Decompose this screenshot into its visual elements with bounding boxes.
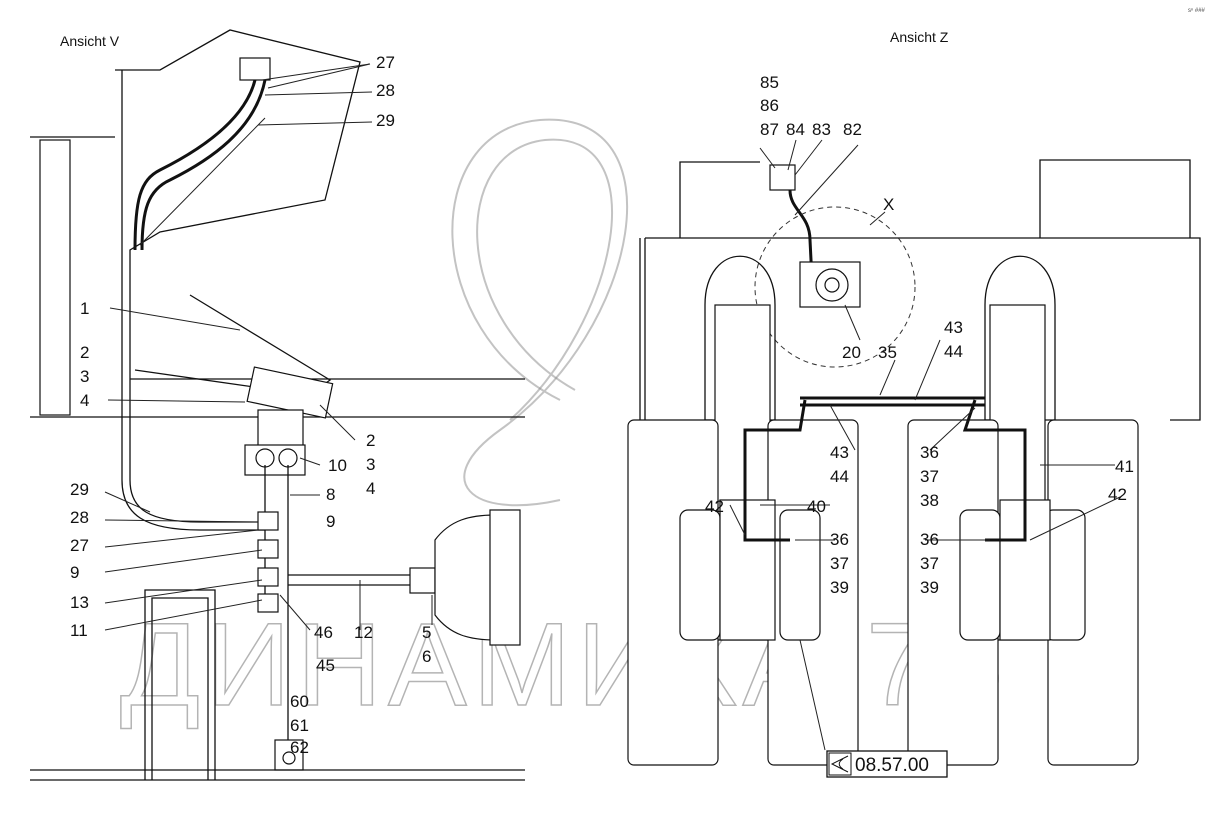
callout-label: 4	[366, 479, 375, 498]
callout-label: 36	[920, 443, 939, 462]
callout-label: 84	[786, 120, 805, 139]
callout-label: 11	[70, 621, 88, 640]
callout-label: 37	[920, 554, 939, 573]
callout-label: 82	[843, 120, 862, 139]
callout-label: 36	[920, 530, 939, 549]
callout-label: 1	[80, 299, 89, 318]
callout-label: 27	[376, 53, 395, 72]
view-v: Ansicht V	[30, 29, 525, 781]
callout-label: 2	[80, 343, 89, 362]
callout-label: 28	[376, 81, 395, 100]
callout-label: 40	[807, 497, 826, 516]
callout-label: 87	[760, 120, 779, 139]
frame-post	[39, 139, 71, 416]
callout-label: 41	[1115, 457, 1134, 476]
callout-label: 20	[842, 343, 861, 362]
callout-label: 39	[920, 578, 939, 597]
callout-label: 38	[920, 491, 939, 510]
callout-label: 37	[830, 554, 849, 573]
callout-label: 2	[366, 431, 375, 450]
corner-note: sⁿ ###	[1188, 7, 1206, 14]
callout-label: 42	[1108, 485, 1127, 504]
callout-label: 9	[326, 512, 335, 531]
eye-icon	[828, 752, 852, 776]
callout-label: 36	[830, 530, 849, 549]
callout-label: 13	[70, 593, 89, 612]
air-tank	[434, 514, 496, 641]
callout-label: 60	[290, 692, 309, 711]
callout-label: 44	[944, 342, 963, 361]
watermark-text: ДИНАМИКА 76	[120, 599, 1009, 731]
callout-label: 27	[70, 536, 89, 555]
callout-label: 29	[376, 111, 395, 130]
callout-label: 85	[760, 73, 779, 92]
callout-label: 35	[878, 343, 897, 362]
callout-label: 3	[366, 455, 375, 474]
callout-label: 28	[70, 508, 89, 527]
callout-label: 9	[70, 563, 79, 582]
callout-label: 46	[314, 623, 333, 642]
callout-label: 5	[422, 623, 431, 642]
callout-label: 37	[920, 467, 939, 486]
callout-label: 83	[812, 120, 831, 139]
reference-link[interactable]: 08.57.00	[826, 750, 948, 778]
view-z-title: Ansicht Z	[890, 29, 949, 45]
callout-label: 45	[316, 656, 335, 675]
callout-label: 3	[80, 367, 89, 386]
callout-label: 6	[422, 647, 431, 666]
callout-label: 39	[830, 578, 849, 597]
callout-label: 4	[80, 391, 89, 410]
callout-label: 44	[830, 467, 849, 486]
callout-label: 43	[944, 318, 963, 337]
callout-label: 29	[70, 480, 89, 499]
callout-label: 86	[760, 96, 779, 115]
detail-circle-x	[754, 206, 916, 368]
reference-code: 08.57.00	[855, 755, 929, 776]
view-z: Ansicht Z	[627, 29, 1201, 766]
callout-label: 12	[354, 623, 373, 642]
callout-label: 42	[705, 497, 724, 516]
callout-label: 43	[830, 443, 849, 462]
callout-label: 61	[290, 716, 309, 735]
watermark: ДИНАМИКА 76	[119, 118, 1009, 732]
callout-label: 8	[326, 485, 335, 504]
callout-label: 62	[290, 738, 309, 757]
view-v-title: Ansicht V	[60, 33, 120, 49]
callout-label: X	[883, 195, 894, 214]
callout-label: 10	[328, 456, 347, 475]
